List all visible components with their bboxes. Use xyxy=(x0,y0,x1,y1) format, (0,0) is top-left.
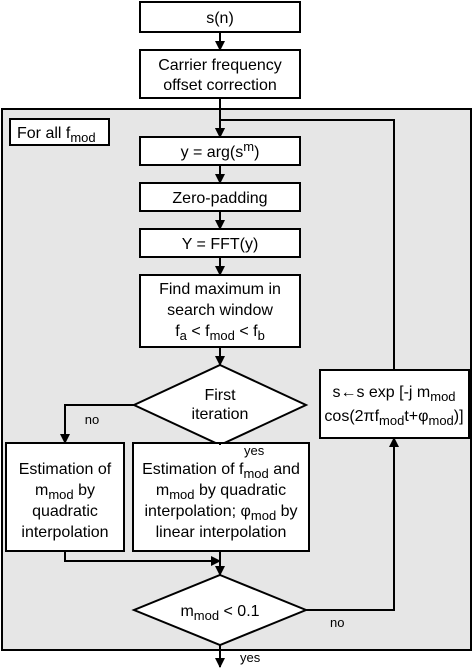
est-fm-line4: linear interpolation xyxy=(156,524,287,541)
est-m-line4: interpolation xyxy=(21,524,108,541)
estimate-fm-node: Estimation of fmod and mmod by quadratic… xyxy=(132,442,310,552)
svg-text:cos(2πfmodt+φmod)]: cos(2πfmodt+φmod)] xyxy=(324,408,463,428)
est-m-line1: Estimation of xyxy=(19,461,112,478)
update-pre: s←s exp [-j m xyxy=(332,384,430,401)
find-maximum-node: Find maximum in search window fa < fmod … xyxy=(139,274,301,348)
find-max-f1: f xyxy=(175,323,180,340)
edge-threshold-no-loop xyxy=(306,437,399,611)
est-fm-and: and xyxy=(269,461,300,478)
arg-sup: m xyxy=(243,139,254,154)
svg-text:mmod by quadratic: mmod by quadratic xyxy=(156,482,286,502)
arg-pre: y = arg(s xyxy=(181,144,244,161)
svg-text:interpolation; φmod by: interpolation; φmod by xyxy=(144,503,297,523)
update-signal-node: s←s exp [-j mmod cos(2πfmodt+φmod)] xyxy=(319,369,470,439)
est-fm-sub3: mod xyxy=(251,508,276,523)
find-max-sub-mod: mod xyxy=(210,328,235,343)
find-max-line1: Find maximum in xyxy=(159,281,281,298)
find-max-sub-b: b xyxy=(258,328,265,343)
label-yes-exit: yes xyxy=(240,650,261,665)
est-m-line3: quadratic xyxy=(32,503,98,520)
est-fm-pre: Estimation of f xyxy=(142,461,244,478)
svg-text:s←s exp [-j mmod: s←s exp [-j mmod xyxy=(332,384,455,404)
find-max-sub-a: a xyxy=(180,328,188,343)
svg-text:Estimation of fmod and: Estimation of fmod and xyxy=(142,461,300,481)
update-cos: cos(2πf xyxy=(324,408,379,425)
edge-decision-no-left xyxy=(60,404,134,444)
svg-text:y = arg(sm): y = arg(sm) xyxy=(181,139,260,161)
find-max-mid: < f xyxy=(187,323,210,340)
est-m-m: m xyxy=(35,482,48,499)
cfo-line1: Carrier frequency xyxy=(158,57,282,74)
update-mid: t+φ xyxy=(404,408,428,425)
estimate-m-node: Estimation of mmod by quadratic interpol… xyxy=(5,442,125,552)
cfo-line2: offset correction xyxy=(163,77,277,94)
loop-label-sub: mod xyxy=(70,130,95,145)
first-iter-line2: iteration xyxy=(192,406,249,423)
edge-update-to-loop-top xyxy=(215,119,395,370)
est-fm-interp: interpolation; φ xyxy=(144,503,250,520)
est-m-by: by xyxy=(74,482,95,499)
est-fm-sub1: mod xyxy=(243,466,268,481)
svg-text:mmod < 0.1: mmod < 0.1 xyxy=(180,603,259,623)
svg-text:For all fmod: For all fmod xyxy=(17,125,96,145)
label-no-left: no xyxy=(85,412,99,427)
est-fm-quad: by quadratic xyxy=(195,482,287,499)
update-sub2: mod xyxy=(429,413,454,428)
edge-est-m-to-merge xyxy=(64,551,221,566)
threshold-post: < 0.1 xyxy=(219,603,260,620)
loop-label-text: For all f xyxy=(17,125,71,142)
label-yes-down: yes xyxy=(244,443,265,458)
threshold-sub: mod xyxy=(194,608,219,623)
label-no-right: no xyxy=(330,615,344,630)
est-m-sub: mod xyxy=(48,487,73,502)
update-sub1: mod xyxy=(379,413,404,428)
find-max-lt: < f xyxy=(235,323,258,340)
fft-text: Y = FFT(y) xyxy=(182,236,259,253)
est-fm-m: m xyxy=(156,482,169,499)
est-fm-by: by xyxy=(276,503,297,520)
zero-padding-text: Zero-padding xyxy=(172,190,267,207)
arg-node: y = arg(sm) xyxy=(139,136,301,166)
input-node: s(n) xyxy=(139,1,301,33)
zero-padding-node: Zero-padding xyxy=(139,182,301,212)
arg-post: ) xyxy=(254,144,259,161)
svg-text:fa < fmod < fb: fa < fmod < fb xyxy=(175,323,265,343)
threshold-m: m xyxy=(180,603,193,620)
update-post: )] xyxy=(454,408,464,425)
find-max-line2: search window xyxy=(167,302,273,319)
est-fm-sub2: mod xyxy=(169,487,194,502)
svg-text:mmod by: mmod by xyxy=(35,482,95,502)
loop-label: For all fmod xyxy=(9,118,110,146)
cfo-correction-node: Carrier frequency offset correction xyxy=(139,49,301,99)
first-iter-line1: First xyxy=(204,387,236,404)
first-iteration-decision: First iteration xyxy=(131,363,309,447)
input-node-text: s(n) xyxy=(206,10,234,27)
update-sub: mod xyxy=(430,389,455,404)
fft-node: Y = FFT(y) xyxy=(139,228,301,258)
